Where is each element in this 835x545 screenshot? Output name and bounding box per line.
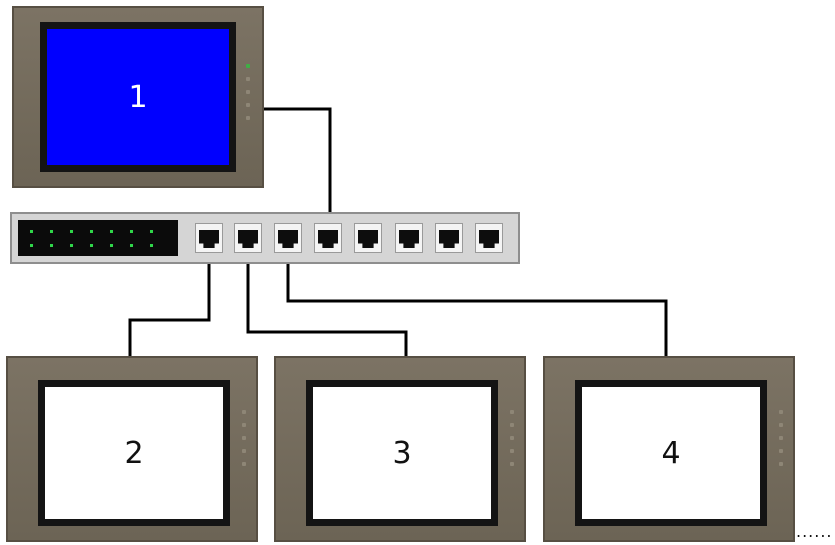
network-switch: [10, 212, 520, 264]
hmi-status-leds: [246, 64, 250, 120]
hmi-screen-3: 3: [306, 380, 498, 526]
ethernet-port-1: [195, 223, 223, 253]
ethernet-port-2: [234, 223, 262, 253]
cable-switch-hmi4: [286, 262, 668, 356]
hmi-label-4: 4: [661, 435, 681, 471]
cable-switch-hmi3: [246, 262, 408, 356]
more-devices-indicator: ......: [796, 522, 833, 541]
ethernet-port-6: [395, 223, 423, 253]
hmi-label-2: 2: [124, 435, 144, 471]
hmi-status-leds: [510, 410, 514, 466]
cable-switch-hmi2: [128, 262, 211, 356]
hmi-label-1: 1: [128, 79, 148, 115]
hmi-label-3: 3: [392, 435, 412, 471]
ethernet-port-3: [274, 223, 302, 253]
hmi-screen-4: 4: [575, 380, 767, 526]
hmi-screen-2: 2: [38, 380, 230, 526]
ethernet-port-8: [475, 223, 503, 253]
cable-hmi1-switch: [263, 107, 332, 226]
hmi-panel-1: 1: [12, 6, 264, 188]
hmi-panel-2: 2: [6, 356, 258, 542]
hmi-screen-1: 1: [40, 22, 236, 172]
hmi-panel-3: 3: [274, 356, 526, 542]
ethernet-port-5: [354, 223, 382, 253]
hmi-status-leds: [779, 410, 783, 466]
switch-led-panel: [18, 220, 178, 256]
ethernet-port-7: [435, 223, 463, 253]
hmi-status-leds: [242, 410, 246, 466]
hmi-panel-4: 4: [543, 356, 795, 542]
ethernet-port-4: [314, 223, 342, 253]
